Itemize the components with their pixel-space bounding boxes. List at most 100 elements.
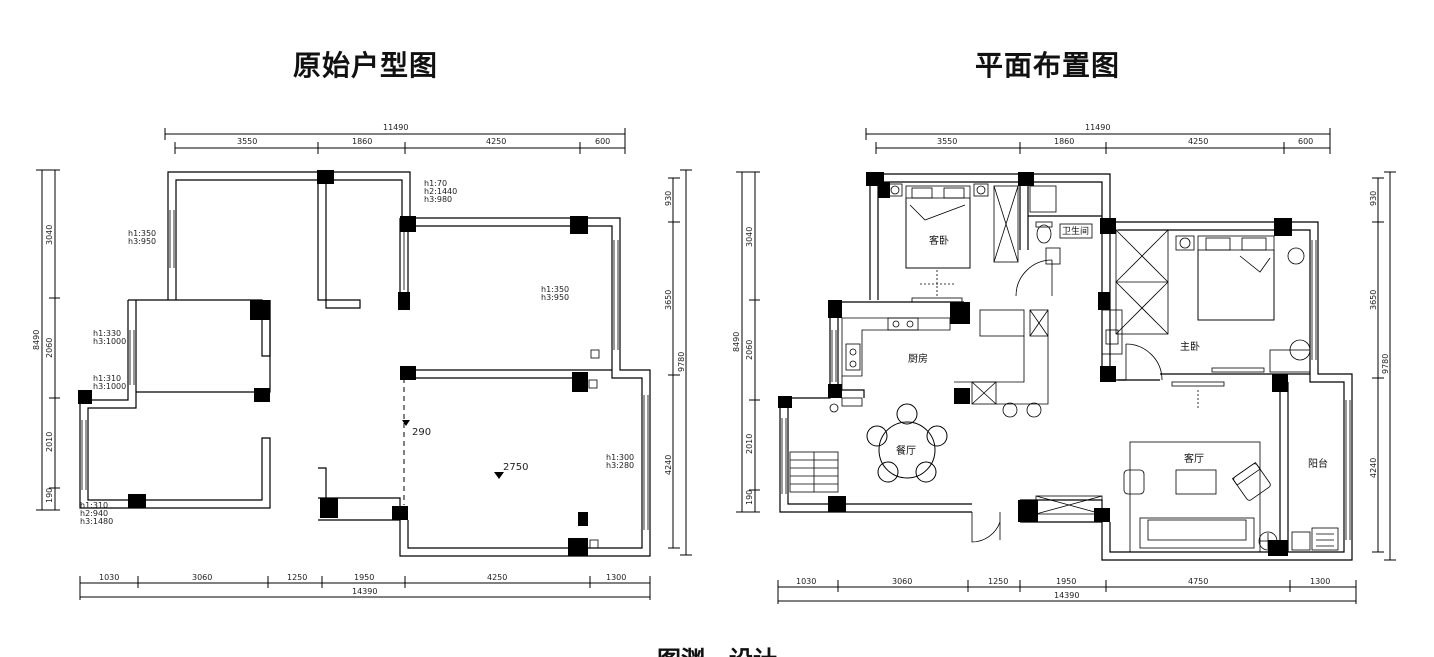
dining-table bbox=[866, 403, 948, 483]
right-left-seg-3: 2010 bbox=[745, 434, 754, 454]
room-dining: 餐厅 bbox=[896, 444, 916, 457]
left-bottom-seg-6: 1300 bbox=[606, 573, 626, 582]
right-dimension-text: 11490 3550 1860 4250 600 1030 3060 1250 … bbox=[732, 123, 1390, 600]
note-top-mid-2: h2:1440 bbox=[424, 187, 457, 196]
right-left-seg-4: 190 bbox=[745, 490, 754, 505]
right-plan bbox=[736, 128, 1396, 604]
left-bottom-seg-5: 4250 bbox=[487, 573, 507, 582]
right-doors bbox=[971, 259, 1163, 543]
right-left-dimensions bbox=[736, 171, 760, 513]
right-left-total: 8490 bbox=[732, 332, 741, 352]
guest-wardrobe bbox=[993, 185, 1019, 263]
stairs bbox=[789, 451, 839, 493]
level-mark: 290 bbox=[412, 427, 431, 438]
note-left-bottom-1: h1:310 bbox=[80, 501, 108, 510]
room-living: 客厅 bbox=[1184, 452, 1204, 465]
right-top-dimensions bbox=[865, 128, 1331, 154]
right-bottom-seg-3: 1250 bbox=[988, 577, 1008, 586]
right-top-total: 11490 bbox=[1085, 123, 1110, 132]
right-left-seg-2: 2060 bbox=[745, 340, 754, 360]
note-left-bottom-3: h3:1480 bbox=[80, 517, 113, 526]
guest-bed bbox=[887, 183, 989, 269]
left-right-seg-3: 4240 bbox=[664, 455, 673, 475]
left-notes: h1:70 h2:1440 h3:980 h1:350 h3:950 h1:33… bbox=[80, 179, 634, 526]
left-left-seg-1: 3040 bbox=[45, 225, 54, 245]
right-bottom-seg-5: 4750 bbox=[1188, 577, 1208, 586]
master-wardrobe bbox=[1115, 229, 1169, 335]
left-top-dimensions bbox=[164, 128, 626, 154]
left-walls bbox=[79, 171, 651, 557]
left-top-total: 11490 bbox=[383, 123, 408, 132]
note-top-mid-3: h3:980 bbox=[424, 195, 452, 204]
designer-caption: 图渊一设计 bbox=[0, 640, 1434, 657]
master-bed bbox=[1175, 235, 1305, 321]
left-windows bbox=[81, 210, 649, 530]
right-plan-title: 平面布置图 bbox=[975, 49, 1121, 82]
left-bottom-seg-1: 1030 bbox=[99, 573, 119, 582]
right-top-seg-4: 600 bbox=[1298, 137, 1313, 146]
note-right-top-1: h1:350 bbox=[541, 285, 569, 294]
room-bathroom: 卫生间 bbox=[1062, 225, 1089, 237]
note-left-small1-1: h1:330 bbox=[93, 329, 121, 338]
room-labels: 客卧 卫生间 主卧 厨房 餐厅 客厅 阳台 bbox=[896, 225, 1328, 470]
left-drains bbox=[588, 349, 600, 549]
left-bottom-seg-4: 1950 bbox=[354, 573, 374, 582]
left-bottom-total: 14390 bbox=[352, 587, 377, 596]
right-right-seg-2: 3650 bbox=[1369, 290, 1378, 310]
room-master-bedroom: 主卧 bbox=[1180, 340, 1200, 353]
right-bottom-seg-4: 1950 bbox=[1056, 577, 1076, 586]
left-right-total: 9780 bbox=[677, 352, 686, 372]
left-left-dimensions bbox=[36, 169, 60, 511]
master-tv bbox=[1211, 339, 1311, 373]
left-top-seg-2: 1860 bbox=[352, 137, 372, 146]
living-room-furniture bbox=[1123, 381, 1339, 553]
room-balcony: 阳台 bbox=[1308, 457, 1328, 470]
right-bottom-dimensions bbox=[777, 580, 1357, 604]
note-left-room-2: h3:950 bbox=[128, 237, 156, 246]
note-right-bottom-1: h1:300 bbox=[606, 453, 634, 462]
note-top-mid-1: h1:70 bbox=[424, 179, 447, 188]
left-right-seg-2: 3650 bbox=[664, 290, 673, 310]
right-top-seg-2: 1860 bbox=[1054, 137, 1074, 146]
left-left-seg-2: 2060 bbox=[45, 338, 54, 358]
left-right-dimensions bbox=[668, 169, 692, 556]
room-guest-bedroom: 客卧 bbox=[929, 234, 949, 247]
right-bottom-seg-1: 1030 bbox=[796, 577, 816, 586]
right-right-total: 9780 bbox=[1381, 354, 1390, 374]
left-top-seg-4: 600 bbox=[595, 137, 610, 146]
right-left-seg-1: 3040 bbox=[745, 227, 754, 247]
note-left-room-1: h1:350 bbox=[128, 229, 156, 238]
bathroom-fixtures bbox=[1029, 185, 1093, 265]
right-bottom-seg-6: 1300 bbox=[1310, 577, 1330, 586]
kitchen-counter bbox=[829, 309, 1049, 418]
left-plan bbox=[36, 128, 692, 600]
left-bottom-seg-2: 3060 bbox=[192, 573, 212, 582]
room-kitchen: 厨房 bbox=[908, 352, 928, 365]
left-left-seg-4: 190 bbox=[45, 488, 54, 503]
note-left-bottom-2: h2:940 bbox=[80, 509, 108, 518]
left-left-total: 8490 bbox=[32, 330, 41, 350]
right-right-seg-1: 930 bbox=[1369, 191, 1378, 206]
guest-tv bbox=[911, 270, 963, 303]
note-left-small1-2: h3:1000 bbox=[93, 337, 126, 346]
right-bottom-seg-2: 3060 bbox=[892, 577, 912, 586]
left-left-seg-3: 2010 bbox=[45, 432, 54, 452]
note-left-small2-2: h3:1000 bbox=[93, 382, 126, 391]
left-bottom-dimensions bbox=[79, 576, 651, 600]
ceiling-mark: 2750 bbox=[503, 462, 528, 473]
left-top-seg-1: 3550 bbox=[237, 137, 257, 146]
right-top-seg-3: 4250 bbox=[1188, 137, 1208, 146]
left-right-seg-1: 930 bbox=[664, 191, 673, 206]
note-right-top-2: h3:950 bbox=[541, 293, 569, 302]
left-columns bbox=[78, 170, 588, 556]
right-columns bbox=[778, 172, 1292, 556]
right-top-seg-1: 3550 bbox=[937, 137, 957, 146]
right-right-dimensions bbox=[1372, 171, 1396, 561]
right-bottom-total: 14390 bbox=[1054, 591, 1079, 600]
note-right-bottom-2: h3:280 bbox=[606, 461, 634, 470]
note-left-small2-1: h1:310 bbox=[93, 374, 121, 383]
master-basin bbox=[1101, 309, 1123, 355]
right-right-seg-3: 4240 bbox=[1369, 458, 1378, 478]
